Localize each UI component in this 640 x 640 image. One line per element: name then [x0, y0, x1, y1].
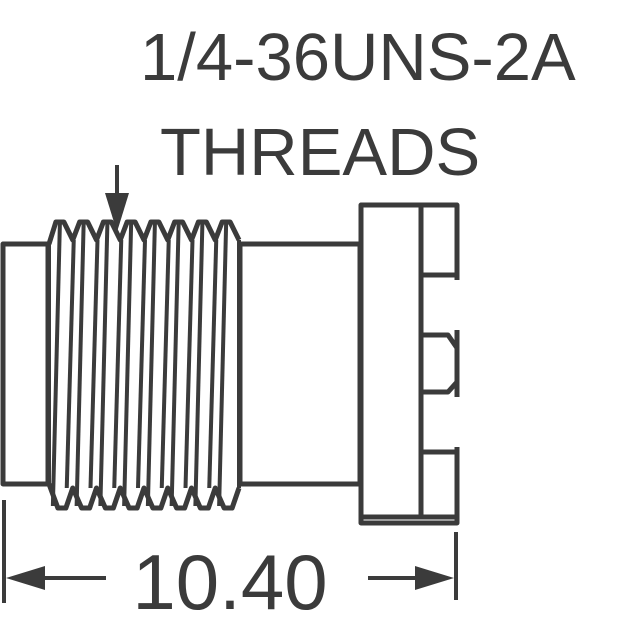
thread-line — [64, 239, 76, 489]
thread-line — [50, 223, 62, 507]
thread-line — [159, 239, 171, 489]
thread-line — [169, 223, 181, 507]
connector-cap — [358, 202, 470, 526]
thread-line — [88, 239, 100, 489]
thread-line — [207, 239, 219, 489]
left-arrowhead — [6, 566, 45, 590]
thread-line — [136, 239, 147, 489]
thread-line — [98, 223, 110, 507]
threads-label: THREADS — [160, 115, 480, 190]
dimension-value: 10.40 — [132, 538, 327, 626]
right-arrowhead — [415, 566, 454, 590]
thread-line — [145, 223, 157, 507]
thread-line — [122, 223, 134, 507]
thread-line — [74, 223, 86, 507]
body-middle-section — [237, 241, 363, 487]
thread-bottom-profile — [46, 483, 242, 511]
thread-line — [217, 223, 229, 507]
thread-line — [183, 239, 195, 489]
thread-spec-label: 1/4-36UNS-2A — [140, 20, 576, 95]
connector-body — [0, 202, 470, 526]
thread-line — [112, 239, 124, 489]
threaded-section — [46, 219, 242, 511]
callout-arrow — [105, 165, 129, 232]
dimension: 10.40 — [2, 500, 458, 626]
body-rear-section — [0, 241, 51, 487]
thread-line — [193, 223, 205, 507]
